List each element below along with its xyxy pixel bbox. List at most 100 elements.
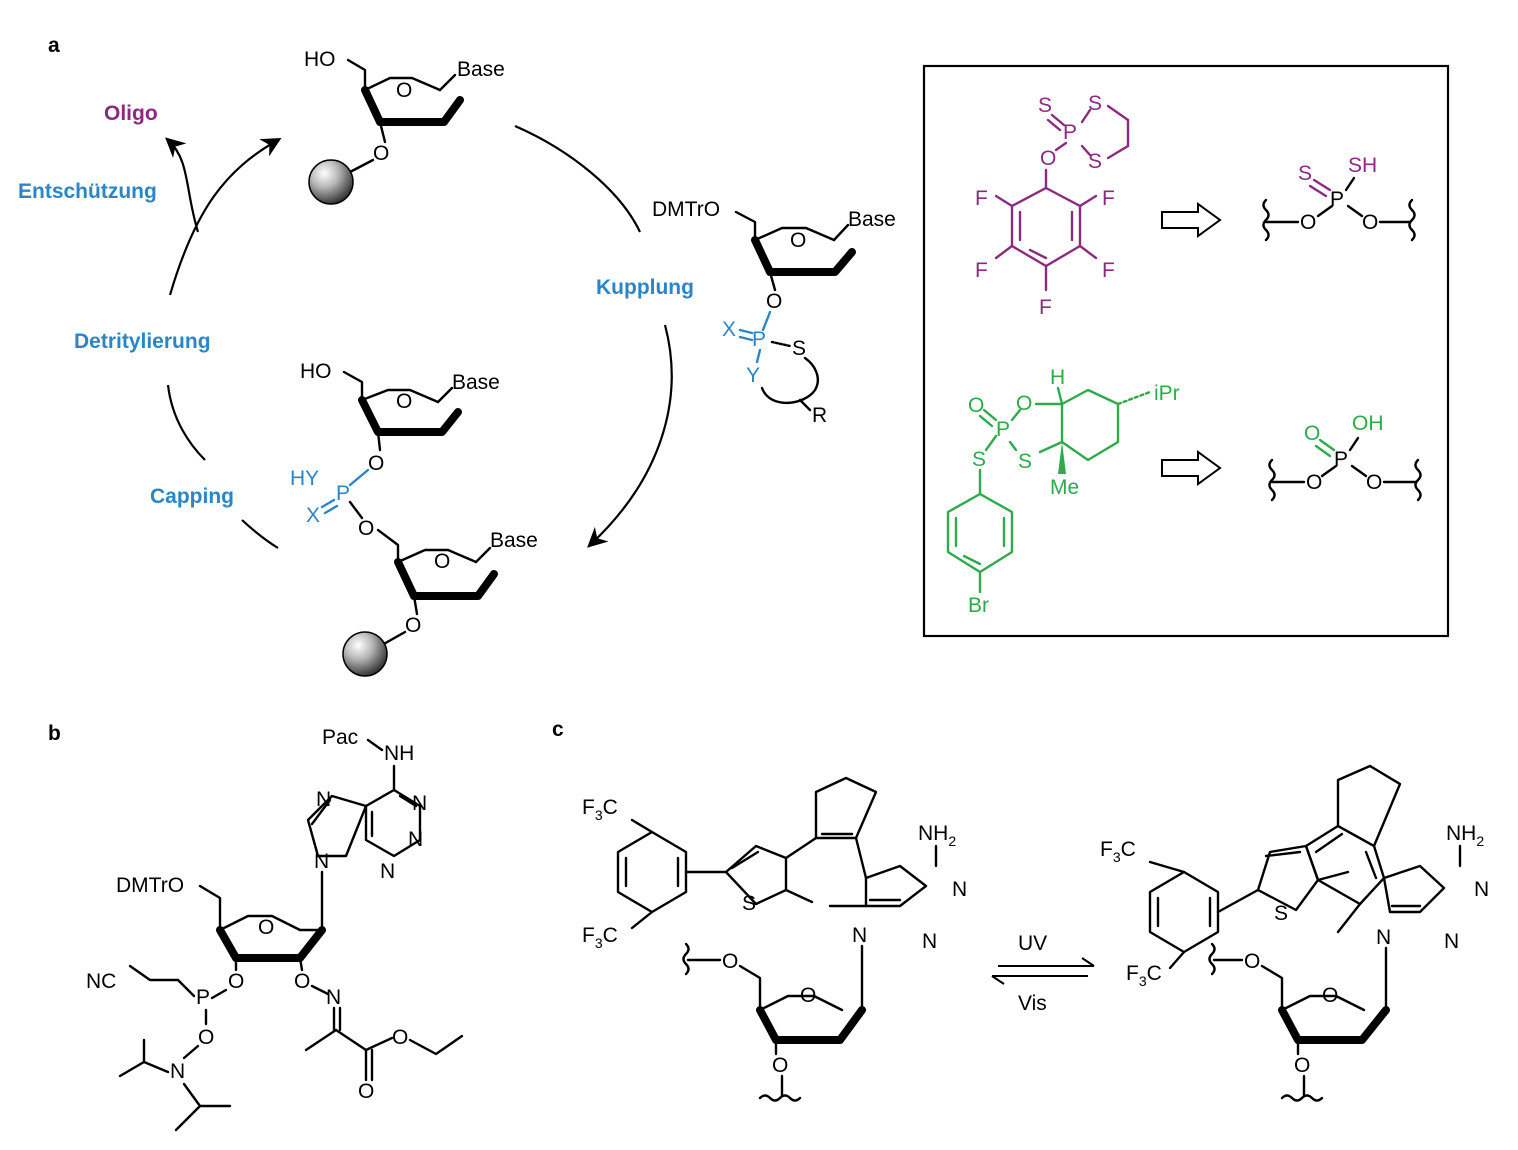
n-label: N — [952, 878, 967, 901]
s-label: S — [972, 448, 986, 471]
o-label: O — [766, 290, 782, 313]
ring-o-label: O — [258, 916, 274, 939]
n-label: N — [170, 1060, 185, 1083]
o-label: O — [373, 142, 389, 165]
reagent-box — [922, 64, 1450, 638]
n-label: N — [852, 924, 867, 947]
f-label: F — [1102, 259, 1115, 282]
svg-text:NH2: NH2 — [918, 822, 956, 849]
svg-text:F3C: F3C — [1126, 962, 1162, 989]
f-label: F — [1102, 187, 1115, 210]
nucleoside-top: HO O Base O — [304, 48, 505, 205]
step-deprotection: Entschützung — [18, 180, 157, 203]
ho-label: HO — [304, 48, 336, 71]
step-coupling: Kupplung — [596, 276, 694, 299]
s-label: S — [1298, 162, 1312, 185]
nh-label: NH — [384, 742, 414, 765]
n-label: N — [922, 930, 937, 953]
photoswitch-open: F3C F3C S NH2 N N N O O O — [582, 776, 967, 1102]
p-label: P — [996, 418, 1010, 441]
dinucleotide: HO O Base O HY P X O O Base O — [290, 360, 538, 677]
step-detritylation: Detritylierung — [74, 330, 211, 353]
p-label: P — [1334, 448, 1348, 471]
h-label: H — [1050, 366, 1065, 389]
ring-o-label: O — [434, 550, 450, 573]
wedge-bond — [1058, 442, 1066, 474]
n-label: N — [1444, 930, 1459, 953]
pac-label: Pac — [322, 726, 358, 749]
cycle-arc-left — [166, 384, 206, 461]
s-label: S — [1088, 150, 1102, 173]
base-label: Base — [457, 58, 505, 81]
hy-label: HY — [290, 467, 319, 490]
cycle-arrow-coupling — [587, 324, 673, 548]
sh-label: SH — [1348, 154, 1377, 177]
n-label: N — [316, 788, 331, 811]
svg-text:F3C: F3C — [582, 924, 618, 951]
p-label: P — [336, 482, 350, 505]
p-label: P — [1330, 188, 1344, 211]
panel-label-a: a — [48, 34, 60, 57]
n-label: N — [326, 986, 341, 1009]
ring-o-label: O — [1322, 984, 1338, 1007]
base-label: Base — [452, 371, 500, 394]
p-label: P — [196, 986, 210, 1009]
solid-support-bead — [342, 631, 388, 677]
ring-o-label: O — [790, 229, 806, 252]
open-arrow-2 — [1161, 450, 1222, 486]
s-label: S — [1274, 902, 1288, 925]
o-label: O — [392, 1026, 408, 1049]
r-label: R — [812, 404, 827, 427]
svg-text:F3C: F3C — [582, 796, 618, 823]
ring-o-label: O — [396, 79, 412, 102]
o-label: O — [358, 1080, 374, 1103]
o-label: O — [1306, 471, 1322, 494]
open-arrow-1 — [1161, 202, 1222, 238]
o-label: O — [1300, 211, 1316, 234]
br-label: Br — [968, 594, 989, 617]
cycle-arc-bottom-left — [241, 519, 279, 549]
svg-text:NH2: NH2 — [1446, 822, 1484, 849]
panel-label-c: c — [552, 718, 564, 741]
f-label: F — [1039, 296, 1052, 319]
x-label: X — [722, 318, 736, 341]
ho-label: HO — [300, 360, 332, 383]
s-label: S — [1088, 92, 1102, 115]
photoswitch-closed: F3C F3C S NH2 N N N O O O — [1100, 764, 1489, 1102]
n-label: N — [1376, 926, 1391, 949]
p-label: P — [1063, 121, 1077, 144]
o-label: O — [294, 970, 310, 993]
o-label: O — [1294, 1054, 1310, 1077]
cycle-arc-top-right — [514, 124, 641, 233]
f-label: F — [975, 187, 988, 210]
base-label: Base — [490, 529, 538, 552]
o-label: O — [368, 452, 384, 475]
y-label: Y — [746, 364, 760, 387]
n-label: N — [314, 850, 329, 873]
uv-label: UV — [1018, 932, 1047, 955]
reagent-pentafluorophenyl: S P S S O F F F F F — [975, 92, 1130, 319]
s-label: S — [1018, 450, 1032, 473]
f-label: F — [975, 259, 988, 282]
deprotection-arrow — [165, 137, 200, 233]
o-label: O — [198, 1026, 214, 1049]
vis-label: Vis — [1018, 992, 1047, 1015]
panel-label-b: b — [48, 722, 61, 745]
o-label: O — [1304, 422, 1320, 445]
o-label: O — [772, 1054, 788, 1077]
equilibrium-arrows — [991, 957, 1095, 985]
s-label: S — [742, 892, 756, 915]
ring-o-label: O — [800, 984, 816, 1007]
phosphate-product: O P O O OH — [1268, 412, 1422, 502]
svg-text:F3C: F3C — [1100, 838, 1136, 865]
oh-label: OH — [1352, 412, 1384, 435]
nc-label: NC — [86, 970, 116, 993]
p-label: P — [752, 328, 766, 351]
o-label: O — [722, 950, 738, 973]
n-label: N — [1474, 878, 1489, 901]
ring-o-label: O — [396, 390, 412, 413]
reagent-oxathiaphospholane: H O O P iPr S Me S Br — [946, 366, 1180, 617]
solid-support-bead — [308, 159, 354, 205]
o-label: O — [1244, 950, 1260, 973]
dmtro-label: DMTrO — [652, 198, 720, 221]
